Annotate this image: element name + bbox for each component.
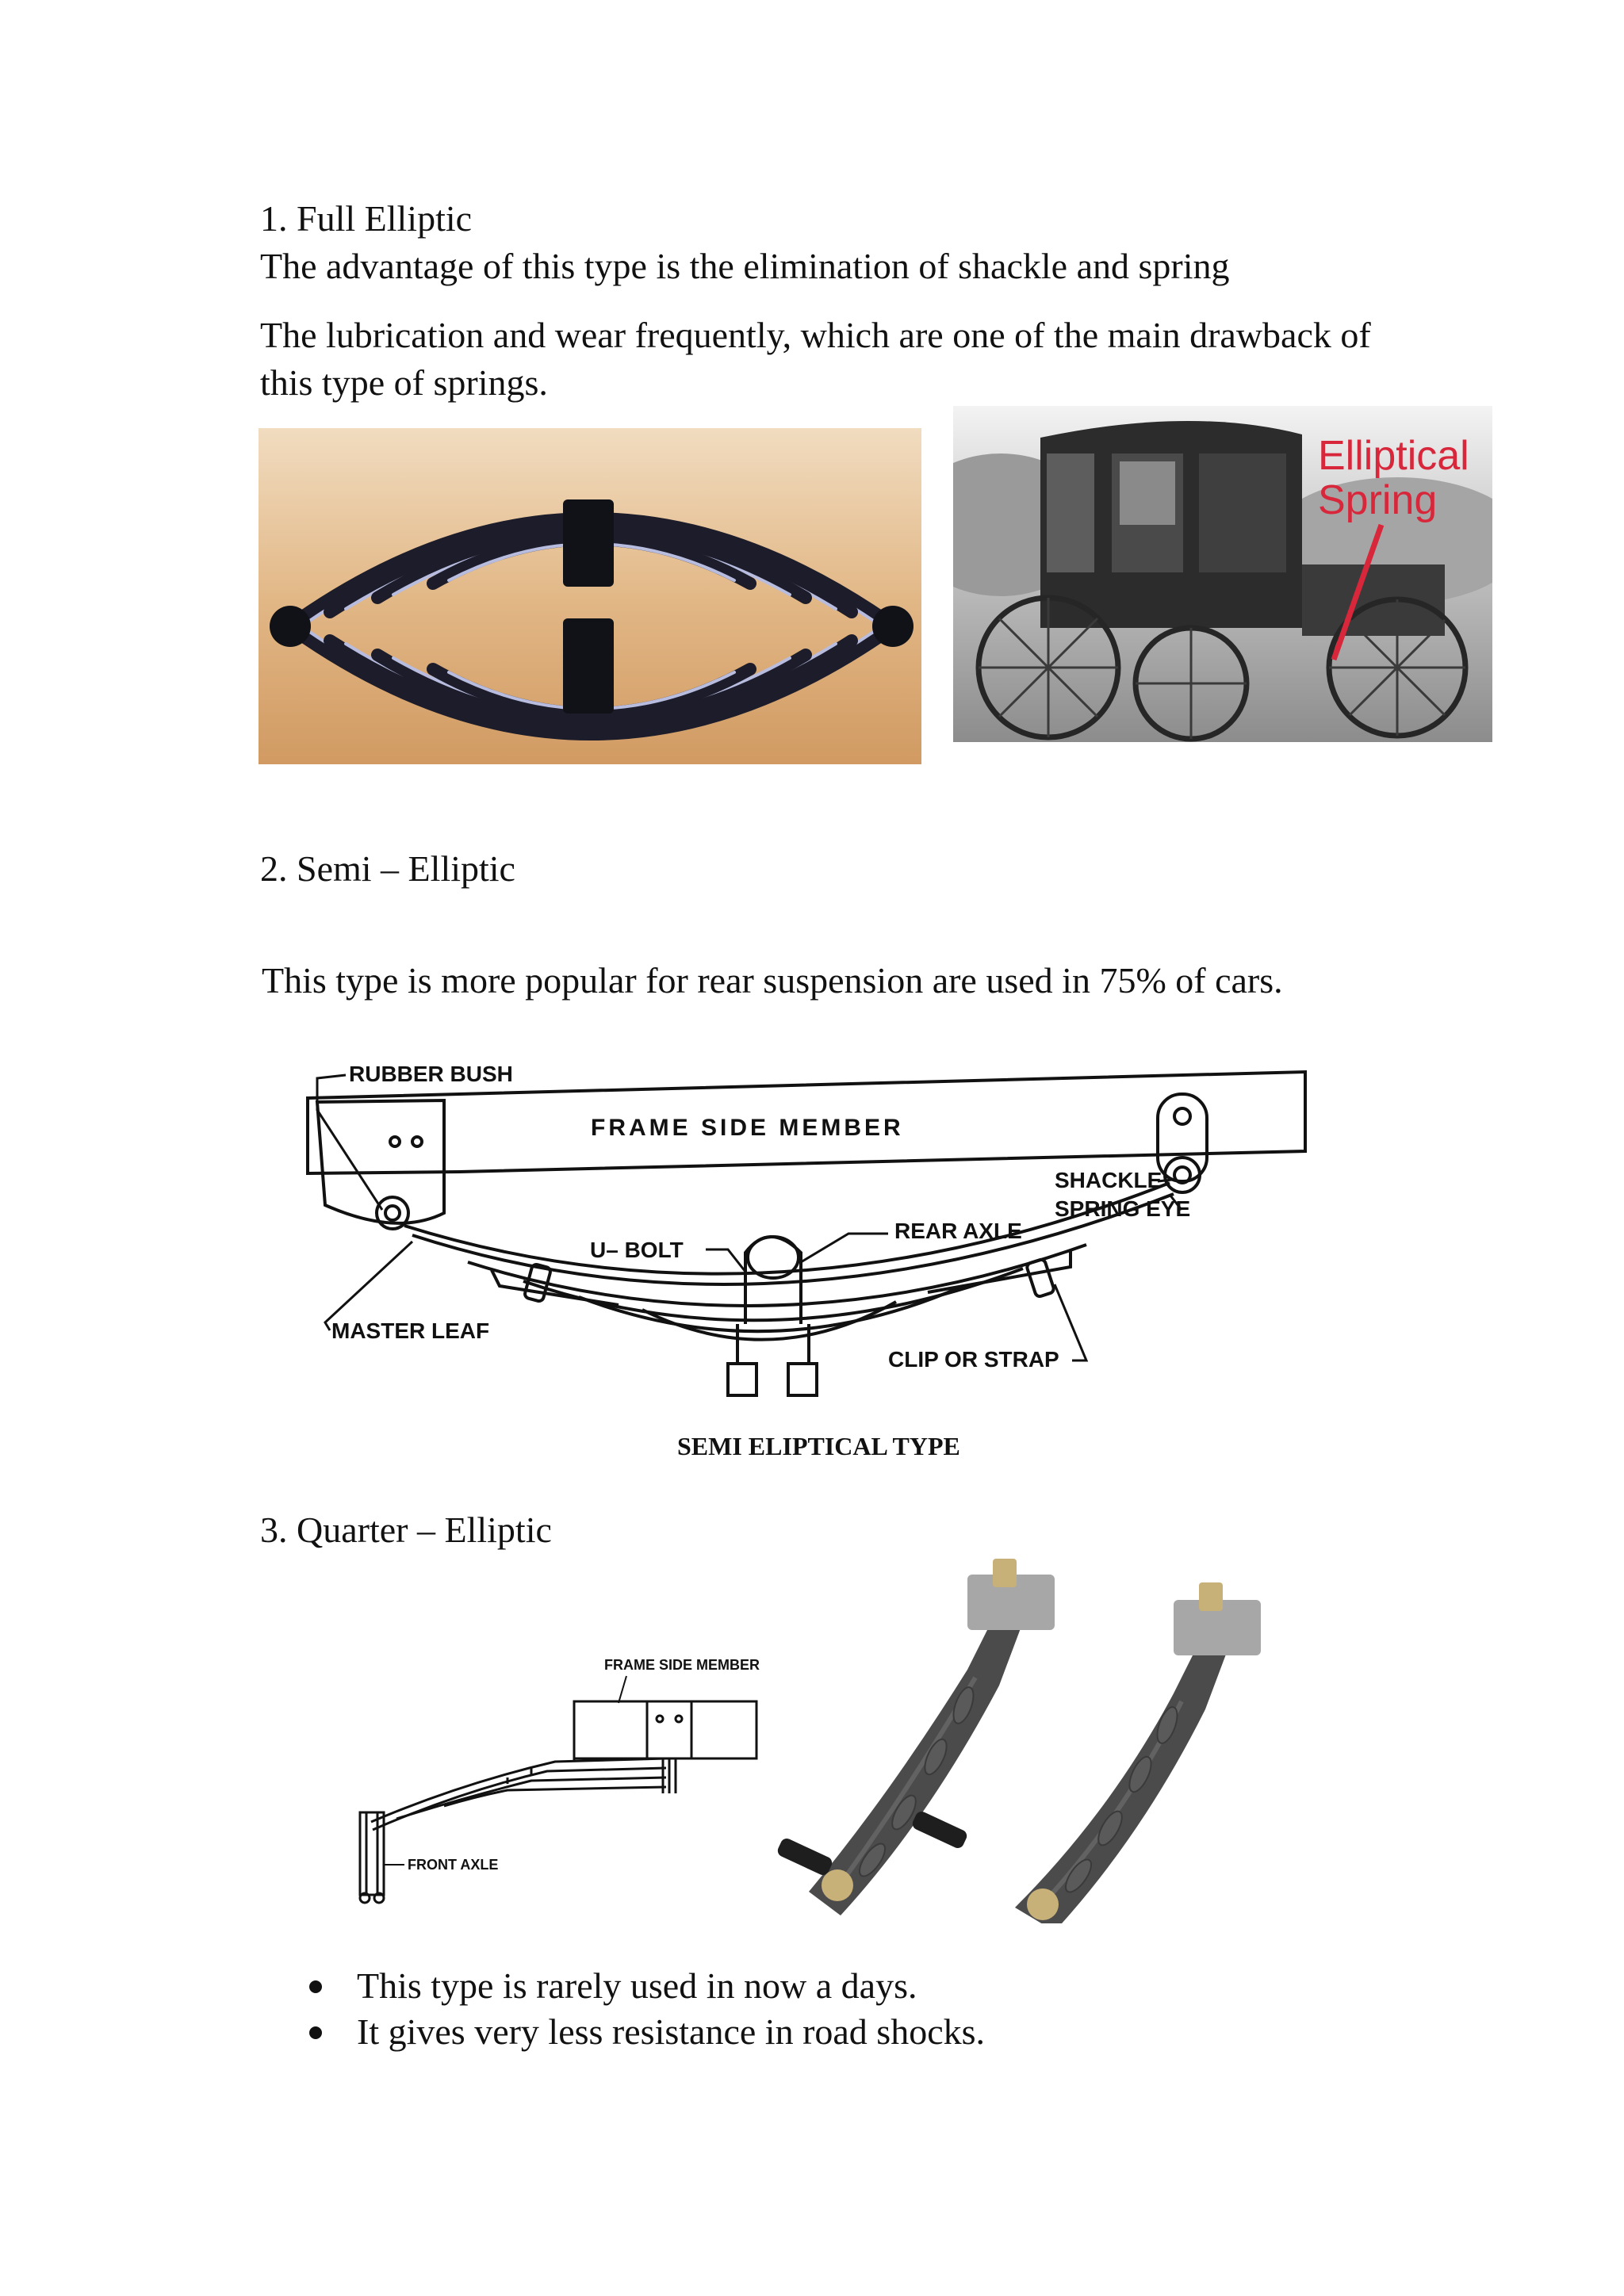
quarter-elliptic-spring-diagram: FRAME SIDE MEMBER FRONT AXLE [349,1641,777,1919]
label-u-bolt: U– BOLT [590,1238,684,1262]
label-frame-side-member: FRAME SIDE MEMBER [591,1115,904,1141]
label-quarter-frame-side-member: FRAME SIDE MEMBER [604,1657,760,1673]
label-clip-or-strap: CLIP OR STRAP [888,1347,1059,1372]
full-elliptic-spring-photo [259,428,921,764]
paragraph-semi-elliptic: This type is more popular for rear suspe… [262,960,1283,1001]
section-heading-semi-elliptic: 2. Semi – Elliptic [260,848,515,889]
bullet-dot-icon [309,1980,322,1993]
label-rubber-bush: RUBBER BUSH [349,1062,513,1086]
carriage-elliptical-spring-photo: Elliptical Spring [953,406,1492,742]
paragraph-drawback-line-1: The lubrication and wear frequently, whi… [260,315,1371,355]
bullet-item: It gives very less resistance in road sh… [309,2009,985,2055]
paragraph-drawback-line-2: this type of springs. [260,362,548,403]
bullet-text: This type is rarely used in now a days. [357,1965,917,2006]
bullet-item: This type is rarely used in now a days. [309,1963,985,2009]
bullet-text: It gives very less resistance in road sh… [357,2011,986,2052]
bullet-dot-icon [309,2026,322,2039]
section-heading-full-elliptic: 1. Full Elliptic [260,198,473,239]
label-shackle: SHACKLE [1055,1168,1162,1192]
spring-label: Spring [1318,477,1437,523]
label-front-axle: FRONT AXLE [408,1857,498,1873]
semi-elliptic-diagram-caption: SEMI ELIPTICAL TYPE [677,1432,960,1460]
label-spring-eye: SPRING EYE [1055,1196,1190,1221]
semi-elliptic-spring-diagram: FRAME SIDE MEMBER RUBBER BUSH SHACKLE SP… [293,1054,1324,1419]
label-rear-axle: REAR AXLE [894,1219,1022,1243]
paragraph-advantage: The advantage of this type is the elimin… [260,246,1230,286]
elliptical-label: Elliptical [1318,433,1469,479]
section-heading-quarter-elliptic: 3. Quarter – Elliptic [260,1510,552,1550]
quarter-elliptic-springs-photo [761,1559,1316,1923]
label-master-leaf: MASTER LEAF [331,1318,489,1343]
quarter-elliptic-bullet-list: This type is rarely used in now a days. … [309,1963,985,2055]
